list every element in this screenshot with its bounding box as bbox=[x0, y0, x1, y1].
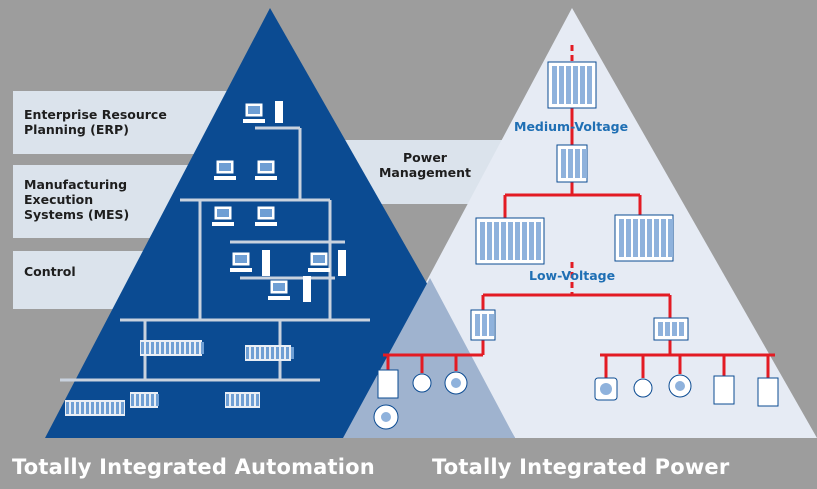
medium-voltage-label: Medium-Voltage bbox=[514, 119, 629, 134]
plc-module-icon bbox=[140, 340, 204, 356]
plc-module-icon bbox=[245, 345, 294, 361]
computer-icon bbox=[212, 205, 234, 226]
power-network bbox=[383, 45, 775, 357]
power-management-label: Power Management bbox=[378, 150, 471, 180]
motor-icon bbox=[668, 355, 692, 398]
server-tower-icon bbox=[338, 250, 346, 276]
computer-icon bbox=[268, 279, 290, 300]
server-tower-icon bbox=[275, 101, 283, 123]
erp-label: Enterprise Resource Planning (ERP) bbox=[24, 107, 167, 137]
switchgear-icon bbox=[547, 61, 597, 109]
computer-icon bbox=[255, 159, 277, 180]
device-icons bbox=[65, 61, 779, 430]
device-icon bbox=[757, 355, 779, 407]
motor-icon bbox=[373, 404, 399, 430]
server-tower-icon bbox=[303, 276, 311, 302]
field-devices-icon bbox=[130, 392, 159, 408]
computer-icon bbox=[255, 205, 277, 226]
tia-pyramid bbox=[45, 8, 515, 438]
tia-title: Totally Integrated Automation bbox=[12, 455, 375, 479]
computer-icon bbox=[308, 251, 330, 272]
distribution-board-icon bbox=[470, 309, 496, 341]
device-icon bbox=[713, 355, 735, 405]
computer-icon bbox=[243, 102, 265, 123]
tip-title: Totally Integrated Power bbox=[432, 455, 730, 479]
lamp-icon bbox=[633, 355, 653, 398]
tip-pyramid bbox=[343, 8, 817, 438]
control-label: Control bbox=[24, 264, 76, 279]
lamp-icon bbox=[412, 355, 432, 393]
motor-icon bbox=[444, 355, 468, 395]
server-tower-icon bbox=[262, 250, 270, 276]
drive-icon bbox=[377, 355, 399, 399]
low-voltage-switchboard-icon bbox=[475, 217, 545, 265]
distribution-board-icon bbox=[653, 317, 689, 341]
low-voltage-label: Low-Voltage bbox=[529, 268, 616, 283]
computer-icon bbox=[214, 159, 236, 180]
mes-label: Manufacturing Execution Systems (MES) bbox=[24, 177, 130, 222]
switchgear-icon bbox=[556, 144, 588, 183]
computer-icon bbox=[230, 251, 252, 272]
socket-icon bbox=[594, 355, 618, 401]
low-voltage-switchboard-icon bbox=[614, 214, 674, 262]
field-devices-icon bbox=[225, 392, 260, 408]
field-devices-icon bbox=[65, 400, 125, 416]
